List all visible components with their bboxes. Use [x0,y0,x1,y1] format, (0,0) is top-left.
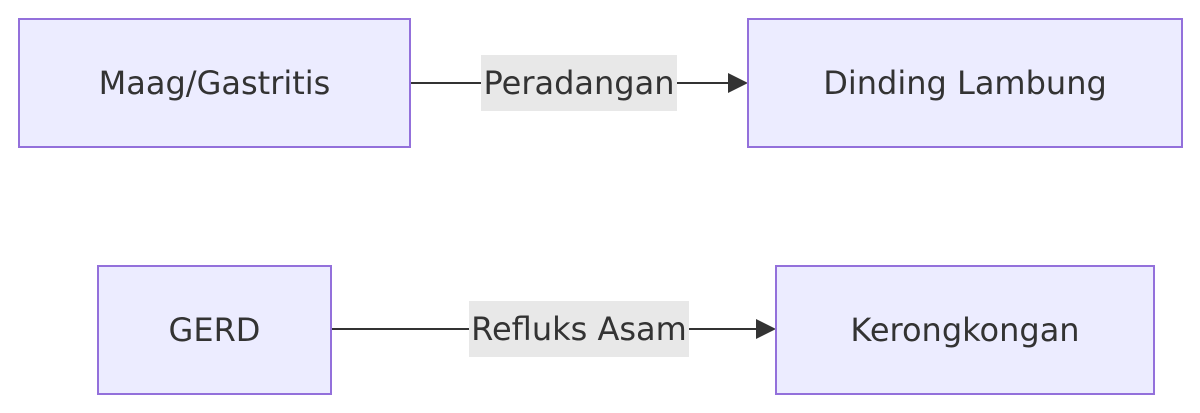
node-dinding-lambung-label: Dinding Lambung [823,64,1107,102]
edge-label-peradangan-bg [481,55,677,111]
node-kerongkongan-label: Kerongkongan [850,311,1079,349]
node-maag-gastritis-label: Maag/Gastritis [99,64,331,102]
edge-label-peradangan: Peradangan [481,55,677,111]
node-kerongkongan[interactable]: Kerongkongan [775,265,1155,395]
node-dinding-lambung[interactable]: Dinding Lambung [747,18,1183,148]
node-kerongkongan-box [775,265,1155,395]
node-dinding-lambung-box [747,18,1183,148]
node-gerd-box [97,265,332,395]
edge-label-refluks-asam-bg [469,301,689,357]
node-gerd-label: GERD [169,311,261,349]
edge-arrowhead-gerd-to-kerongkongan [756,319,776,339]
edge-label-peradangan-text: Peradangan [483,64,674,102]
node-maag-gastritis[interactable]: Maag/Gastritis [18,18,411,148]
node-gerd[interactable]: GERD [97,265,332,395]
edge-label-refluks-asam-text: Refluks Asam [471,310,687,348]
edge-label-refluks-asam: Refluks Asam [469,301,689,357]
node-maag-gastritis-box [18,18,411,148]
edge-arrowhead-maag-to-dinding [728,73,748,93]
